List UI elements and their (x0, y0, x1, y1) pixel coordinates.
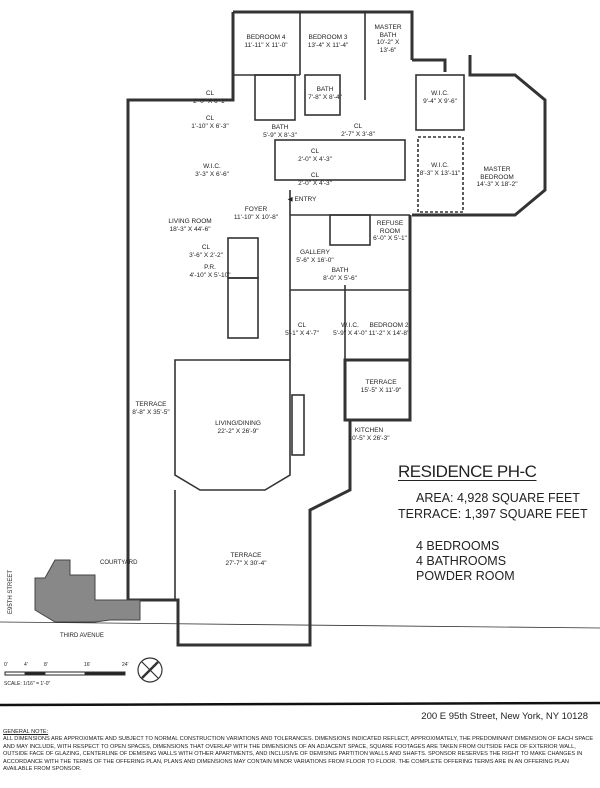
site-street: E95TH STREET (8, 569, 14, 614)
scale-bar (4, 671, 126, 676)
room-label-wic-b2: W.I.C.5'-9" X 4'-0" (333, 322, 367, 337)
room-label-powder-room: P.R.4'-10" X 5'-10" (189, 264, 231, 279)
general-note-heading: GENERAL NOTE: (3, 729, 49, 735)
scale-tick-8: 8' (44, 662, 48, 668)
residence-area: AREA: 4,928 SQUARE FEET (416, 491, 580, 505)
room-label-wic-living: W.I.C.3'-3" X 6'-6" (195, 163, 229, 178)
room-label-wic-master2: W.I.C.8'-3" X 13'-11" (419, 162, 461, 177)
residence-bathrooms: 4 BATHROOMS (416, 554, 507, 568)
scale-tick-0: 0' (4, 662, 8, 668)
site-courtyard: COURTYARD (100, 560, 138, 566)
scale-tick-16: 16' (84, 662, 91, 668)
residence-powder-room: POWDER ROOM (416, 569, 515, 583)
entry-label: ◀ ENTRY (287, 196, 317, 203)
scale-label: SCALE: 1/16" = 1'-0" (4, 681, 51, 687)
address: 200 E 95th Street, New York, NY 10128 (421, 711, 588, 722)
interior-walls (174, 12, 465, 600)
scale-tick-4: 4' (24, 662, 28, 668)
general-note-text: ALL DIMENSIONS ARE APPROXIMATE AND SUBJE… (3, 736, 594, 773)
general-note: GENERAL NOTE: ALL DIMENSIONS ARE APPROXI… (3, 729, 597, 773)
site-avenue: THIRD AVENUE (60, 633, 104, 639)
residence-title: RESIDENCE PH-C (398, 462, 537, 481)
residence-bedrooms: 4 BEDROOMS (416, 539, 500, 553)
entry-arrow-icon: ◀ (287, 196, 295, 203)
scale-tick-24: 24' (122, 662, 129, 668)
room-label-wic-master1: W.I.C.9'-4" X 9'-6" (423, 90, 457, 105)
compass (137, 657, 163, 683)
site-plan (0, 559, 600, 629)
residence-terrace-area: TERRACE: 1,397 SQUARE FEET (398, 507, 588, 521)
footer-rule (0, 701, 600, 707)
